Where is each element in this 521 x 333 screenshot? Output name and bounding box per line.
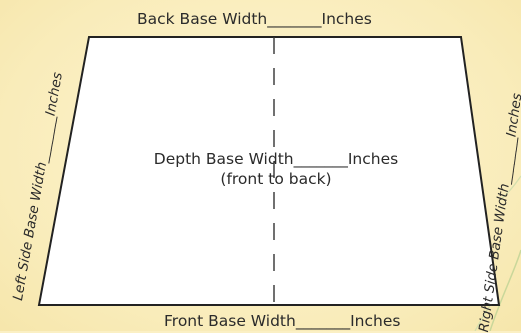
depth-note-text: (front to back)	[220, 170, 332, 188]
front-base-width-label: Front Base Width_______Inches	[164, 312, 401, 330]
depth-base-width-label: Depth Base Width_______Inches (front to …	[106, 149, 446, 189]
depth-base-width-text: Depth Base Width_______Inches	[153, 150, 399, 168]
decor-curve-1	[489, 249, 521, 331]
back-base-width-label: Back Base Width_______Inches	[137, 10, 372, 28]
decor-curve-2	[499, 175, 521, 201]
trapezoid-base-shape	[37, 36, 501, 306]
